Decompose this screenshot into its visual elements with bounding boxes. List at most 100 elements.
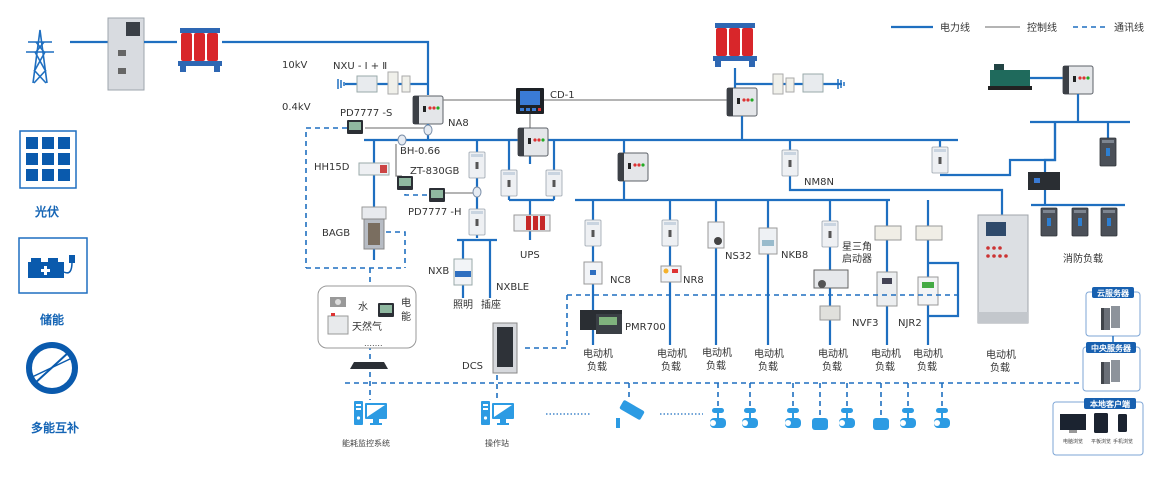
fire-mccb-3[interactable] (1100, 207, 1118, 237)
flowmeter-icon-4[interactable] (839, 408, 855, 428)
na8-label: NA8 (448, 118, 469, 129)
mccb-ups-a[interactable] (500, 169, 518, 197)
nvf3-inverter[interactable] (876, 271, 898, 307)
electricity-label-1: 电 (401, 296, 411, 309)
nkb8-label: NKB8 (781, 250, 808, 261)
heat-meter-icon-1[interactable] (812, 418, 828, 430)
fire-feed-link (940, 123, 1057, 177)
isolator-switch-njr2[interactable] (915, 225, 943, 241)
thermal-relay[interactable] (819, 305, 841, 321)
motor-feeder-breaker[interactable] (617, 152, 649, 182)
bagb-capacitor[interactable] (361, 206, 387, 250)
motor-load-label-2b: 负载 (661, 360, 681, 373)
comm-line-left-vertical (305, 127, 347, 268)
motor-control-cabinet[interactable] (977, 214, 1029, 324)
ground-icon-right (837, 79, 845, 89)
spare-dark-mccb[interactable] (1099, 137, 1117, 167)
flowmeter-icon-2[interactable] (742, 408, 758, 428)
transformer-2[interactable] (713, 23, 757, 67)
isolator-switch-nvf3[interactable] (874, 225, 902, 241)
ns32-starter[interactable] (707, 221, 725, 249)
local-client-box[interactable]: 本地客户端 电脑浏览 平板浏览 手机浏览 (1052, 398, 1144, 456)
right-air-breaker[interactable] (726, 87, 758, 117)
ns32-label: NS32 (725, 251, 752, 262)
mccb-ups-b[interactable] (545, 169, 563, 197)
generator-air-breaker[interactable] (1062, 65, 1094, 95)
motor-branch-nkb8: NKB8 (758, 200, 808, 345)
ats-switch[interactable] (1028, 172, 1060, 190)
transformer-1-feed (222, 40, 430, 95)
nxu-label: NXU - Ⅰ + Ⅱ (333, 61, 387, 72)
multi-energy-icon (26, 342, 78, 394)
nr8-relay[interactable] (660, 265, 682, 283)
pd7777s-meter[interactable] (347, 120, 363, 134)
mccb-nc8[interactable] (584, 219, 602, 247)
nxu-surge-protector[interactable] (356, 71, 411, 95)
nkb8-starter[interactable] (758, 227, 778, 255)
hh15d-label: HH15D (314, 162, 350, 173)
fire-mccb-2[interactable] (1071, 207, 1089, 237)
ct-bh066 (397, 134, 407, 146)
mccb-nr8[interactable] (661, 219, 679, 247)
bh066-label: BH-0.66 (400, 146, 440, 157)
motor-branch-nr8: NR8 (660, 200, 704, 345)
pd7777h-meter[interactable] (429, 188, 445, 202)
pmr700-label: PMR700 (625, 322, 666, 333)
fire-load-label: 消防负载 (1063, 252, 1103, 265)
flowmeter-icon-1[interactable] (710, 408, 726, 428)
flowmeter-icon-3[interactable] (785, 408, 801, 428)
fire-feeder-mccb[interactable] (931, 146, 949, 174)
flowmeter-icon-6[interactable] (934, 408, 950, 428)
pmr700-device[interactable] (580, 310, 622, 334)
ups-switch[interactable] (513, 214, 551, 232)
hh15d-switch[interactable] (358, 162, 390, 176)
flowmeter-icon-5[interactable] (900, 408, 916, 428)
transformer-1[interactable] (178, 28, 222, 72)
nxb-label: NXB (428, 266, 449, 277)
mccb-branch-1[interactable] (468, 151, 486, 179)
dcs-cabinet[interactable] (492, 322, 518, 374)
cloud-server-box[interactable]: 云服务器 (1085, 287, 1141, 337)
legend-power-label: 电力线 (940, 21, 970, 34)
pd7777h-label: PD7777 -H (408, 207, 462, 218)
meter-more-label: ……. (364, 339, 383, 348)
nm8n-mccb[interactable] (781, 149, 799, 177)
sidebar-multi-energy-label: 多能互补 (31, 420, 79, 435)
water-label: 水 (358, 301, 368, 313)
njr2-soft-starter[interactable] (917, 276, 939, 306)
njr2-label: NJR2 (898, 318, 922, 329)
central-server-label: 中央服务器 (1091, 343, 1132, 353)
na8-air-breaker[interactable] (412, 95, 444, 125)
heat-meter-icon-2[interactable] (873, 418, 889, 430)
electric-meter-icon (378, 303, 394, 317)
ct-na8 (423, 124, 433, 136)
motor-load-label-7b: 负载 (917, 360, 937, 373)
central-server-box[interactable]: 中央服务器 (1082, 342, 1141, 392)
mccb-branch-1b[interactable] (468, 208, 486, 236)
solar-panel-icon (19, 130, 77, 189)
star-delta-starter[interactable] (813, 269, 849, 289)
energy-monitor-pc-icon[interactable] (354, 401, 387, 425)
zt830gb-meter[interactable] (397, 176, 413, 190)
fire-mccb-1[interactable] (1040, 207, 1058, 237)
diesel-generator[interactable] (988, 64, 1032, 90)
nm8n-to-cabinet (788, 180, 1004, 215)
operator-pc-icon[interactable] (481, 401, 514, 425)
surge-protector-right[interactable] (772, 73, 824, 95)
motor-branch-njr2: NJR2 (898, 200, 960, 345)
nc8-contactor[interactable] (583, 261, 603, 285)
mccb-star-delta[interactable] (821, 220, 839, 248)
tie-air-breaker[interactable] (517, 127, 549, 157)
njr2-bypass (928, 261, 960, 318)
camera-icon[interactable] (616, 400, 645, 428)
hv-switchgear-cabinet[interactable] (107, 17, 145, 91)
bagb-label: BAGB (322, 228, 350, 239)
network-switch[interactable] (350, 362, 388, 369)
cd1-controller[interactable] (516, 88, 544, 114)
utility-meter-box: 水 天然气 电 能 ……. (317, 285, 417, 349)
ats-feed (1043, 122, 1057, 172)
motor-load-label-2a: 电动机 (657, 347, 687, 360)
nxb-mcb[interactable] (453, 258, 473, 286)
comm-line-bagb (386, 231, 406, 268)
